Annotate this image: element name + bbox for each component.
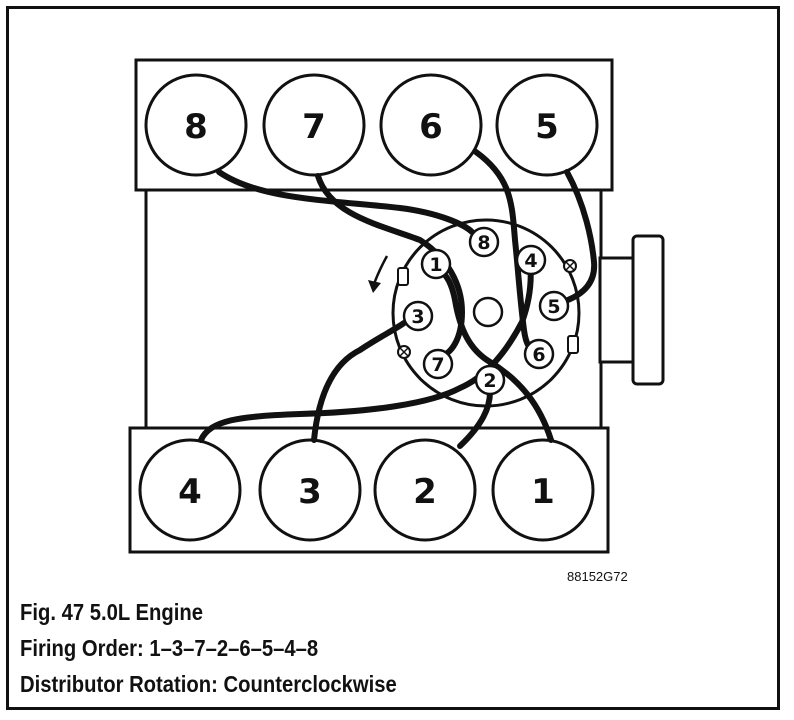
figure-code: 88152G72 — [567, 569, 628, 584]
cap-terminal-5-label: 5 — [547, 296, 560, 318]
cylinder-8-label: 8 — [184, 107, 208, 147]
cylinder-4-label: 4 — [178, 472, 202, 512]
rotation-arrow-icon — [368, 255, 389, 293]
cap-terminal-3-label: 3 — [411, 306, 424, 328]
cylinder-5: 5 — [495, 73, 599, 177]
cap-terminal-2: 2 — [474, 364, 506, 396]
cylinder-6: 6 — [379, 73, 483, 177]
cap-terminal-1-label: 1 — [429, 254, 442, 276]
wire-cylinder-8 — [216, 169, 475, 235]
wire-cylinder-2 — [457, 389, 493, 449]
cap-terminal-2-label: 2 — [483, 370, 496, 392]
caption-firing-order: Firing Order: 1–3–7–2–6–5–4–8 — [20, 635, 319, 661]
cylinder-2-label: 2 — [413, 472, 437, 512]
cylinder-5-label: 5 — [535, 107, 559, 147]
cylinder-3: 3 — [258, 438, 362, 542]
wire-cylinder-1 — [441, 271, 554, 443]
cap-terminal-5: 5 — [538, 290, 570, 322]
cap-terminal-7-label: 7 — [431, 354, 444, 376]
cap-terminal-8: 8 — [468, 226, 500, 258]
cylinder-1-label: 1 — [531, 472, 555, 512]
cap-terminal-6: 6 — [523, 338, 555, 370]
timing-cover — [598, 234, 665, 386]
distributor-rotor-center — [472, 296, 504, 328]
cap-terminal-6-label: 6 — [532, 344, 545, 366]
caption-title: Fig. 47 5.0L Engine — [20, 599, 203, 625]
cap-clip-right — [567, 335, 579, 354]
wire-cylinder-3 — [311, 320, 407, 443]
cylinder-8: 8 — [144, 73, 248, 177]
cylinder-7-label: 7 — [302, 107, 326, 147]
cap-terminal-4-label: 4 — [524, 250, 537, 272]
cap-clip-left — [397, 267, 409, 286]
wire-cylinder-5 — [564, 169, 598, 303]
cap-terminal-7: 7 — [422, 348, 454, 380]
cap-screw-upper — [563, 259, 577, 273]
wire-cylinder-4 — [198, 259, 534, 443]
cap-terminal-4: 4 — [515, 244, 547, 276]
cylinder-6-label: 6 — [419, 107, 443, 147]
cylinder-7: 7 — [262, 73, 366, 177]
cylinder-4: 4 — [138, 438, 242, 542]
cap-terminal-8-label: 8 — [477, 232, 490, 254]
caption-distributor-rotation: Distributor Rotation: Counterclockwise — [20, 671, 397, 697]
cap-screw-lower — [397, 345, 411, 359]
figure-caption: Fig. 47 5.0L Engine Firing Order: 1–3–7–… — [20, 594, 397, 702]
cylinder-3-label: 3 — [298, 472, 322, 512]
cap-terminal-1: 1 — [420, 248, 452, 280]
cylinder-2: 2 — [373, 438, 477, 542]
cylinder-1: 1 — [491, 438, 595, 542]
cap-terminal-3: 3 — [402, 300, 434, 332]
wire-cylinder-6 — [473, 149, 539, 355]
